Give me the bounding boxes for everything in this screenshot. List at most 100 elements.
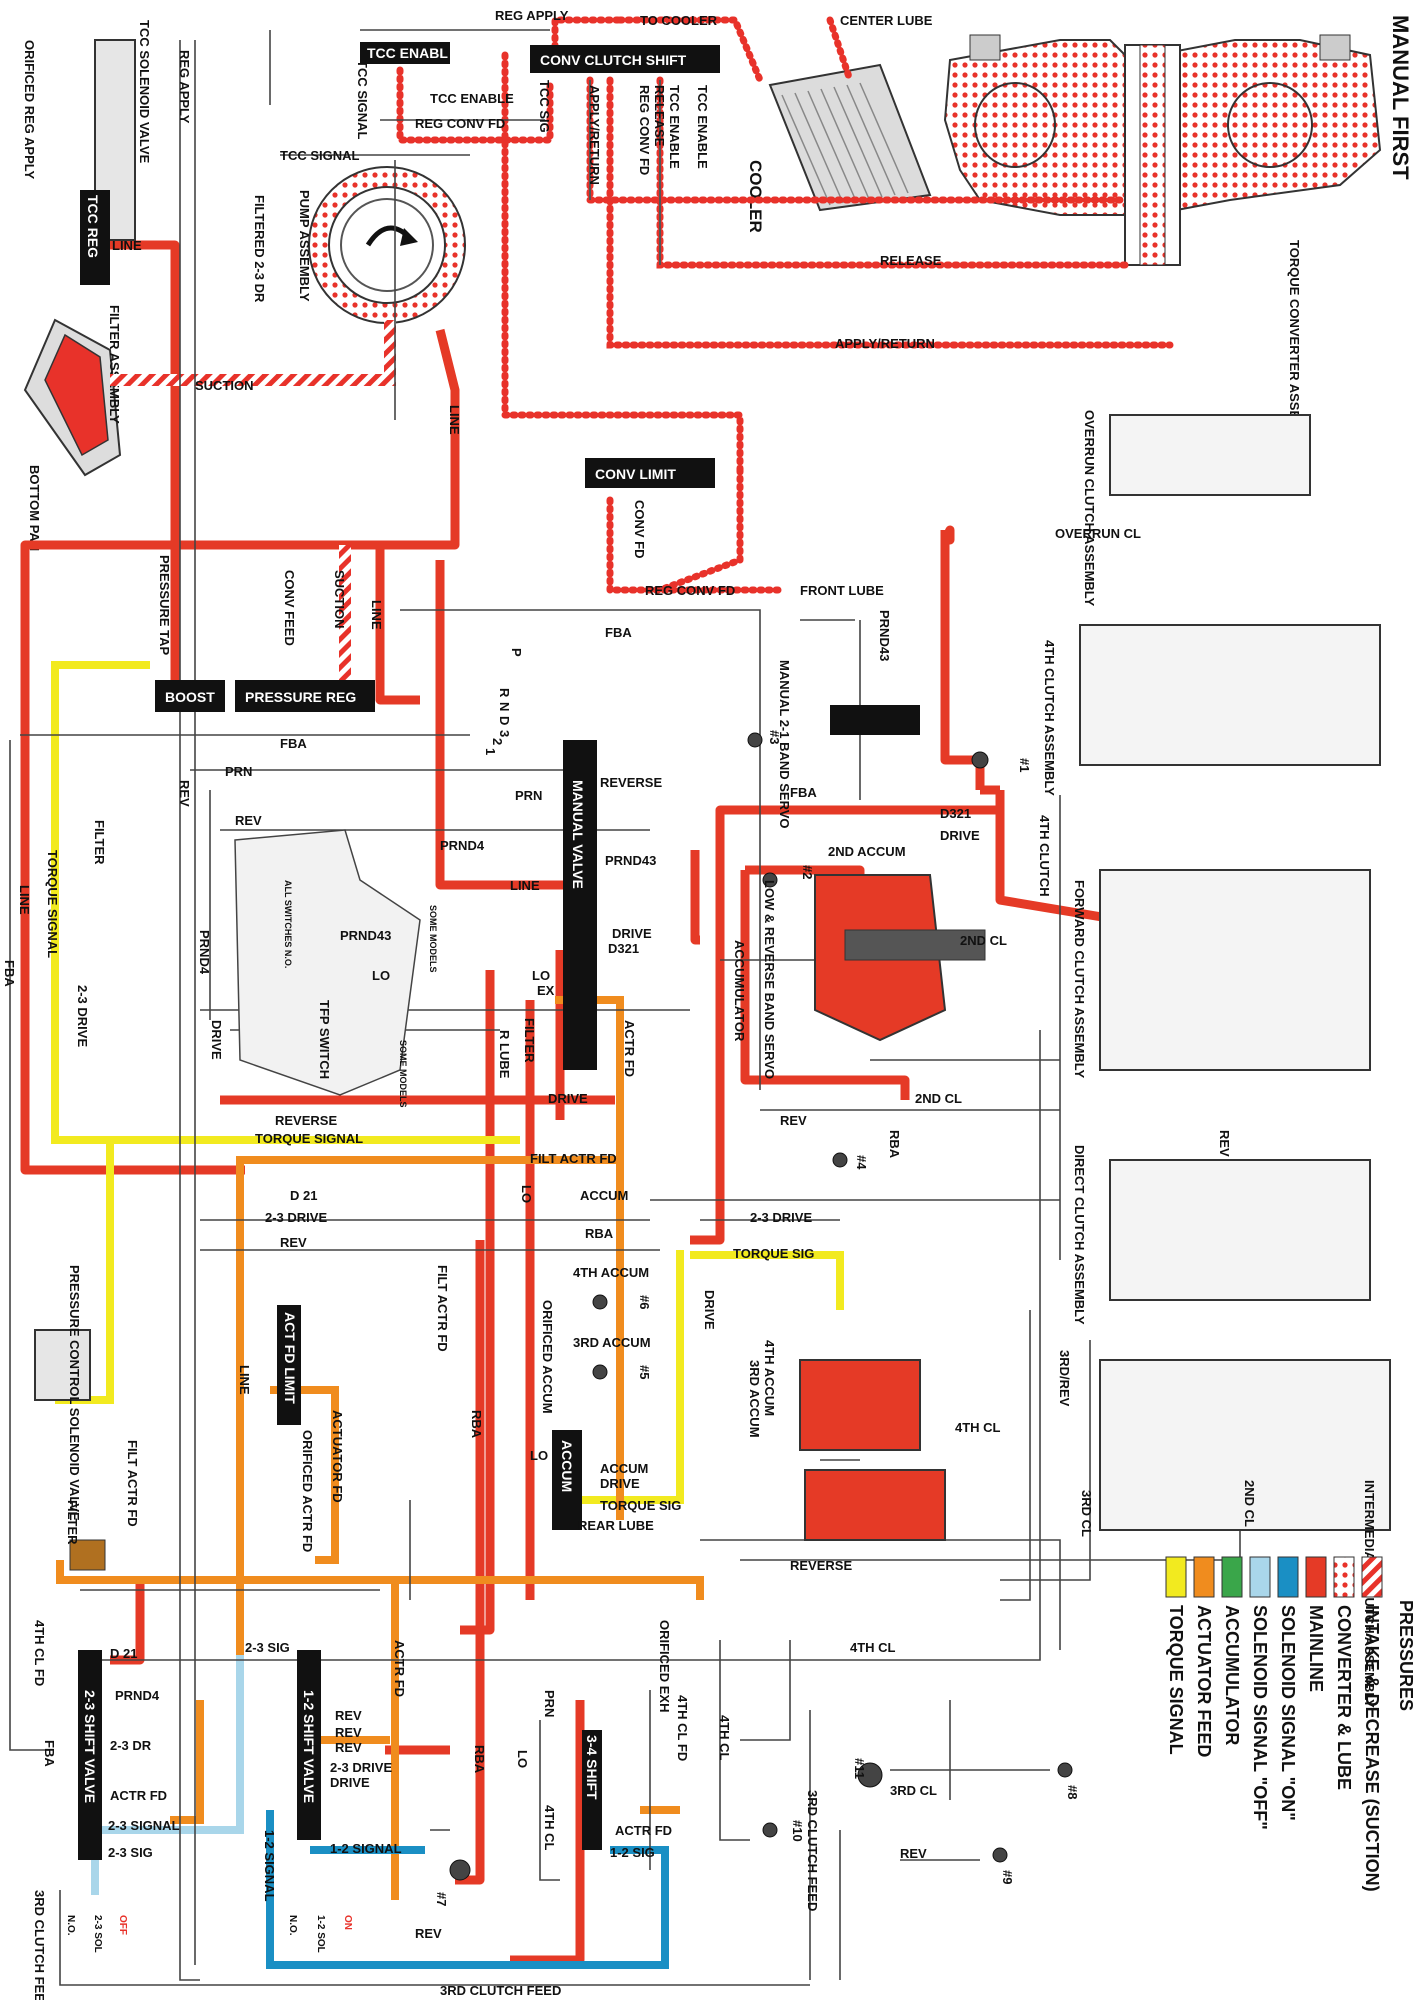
vlabel-orificed-exh: ORIFICED EXH — [657, 1620, 672, 1712]
vlabel-orificed-accum: ORIFICED ACCUM — [540, 1300, 555, 1414]
servo-assemblies — [799, 705, 986, 1541]
vlabel-fba-2: FBA — [42, 1740, 57, 1767]
sol-23-type: N.O. — [65, 1915, 76, 1936]
vlabel-prnd43: PRND43 — [877, 610, 892, 661]
vlabel-23-drive: 2-3 DRIVE — [75, 985, 90, 1047]
label-drive-5: DRIVE — [330, 1775, 370, 1790]
ball-4-label: #4 — [854, 1155, 869, 1170]
vlabel-line: LINE — [447, 405, 462, 435]
manual-valve-label: MANUAL VALVE — [570, 780, 586, 889]
legend-label-solenoid_off: SOLENOID SIGNAL "OFF" — [1250, 1605, 1270, 1830]
vlabel-lo-2: LO — [515, 1750, 530, 1768]
vlabel-third-rev: 3RD/REV — [1057, 1350, 1072, 1407]
gear-p: P — [509, 648, 524, 657]
vlabel-actr-fd-2: ACTR FD — [392, 1640, 407, 1697]
passage-labels-vertical: REG APPLY ORIFICED REG APPLY FILTERED 2-… — [2, 40, 1257, 2005]
ball-2-label: #2 — [800, 865, 815, 879]
gear-1: 1 — [483, 748, 498, 755]
label-fba-3: FBA — [790, 785, 817, 800]
vlabel-second-cl: 2ND CL — [1242, 1480, 1257, 1527]
label-lo-1: LO — [372, 968, 390, 983]
pcs-filter — [69, 1539, 106, 1571]
vlabel-line-2: LINE — [369, 600, 384, 630]
bottom-pan-label: BOTTOM PAN — [27, 465, 42, 551]
vlabel-accumulator: ACCUMULATOR — [732, 940, 747, 1042]
label-suction: SUCTION — [195, 378, 254, 393]
vlabel-fourth-cl: 4TH CL — [717, 1715, 732, 1761]
label-front-lube: FRONT LUBE — [800, 583, 884, 598]
label-drive-4: DRIVE — [600, 1476, 640, 1491]
label-prnd4: PRND4 — [440, 838, 485, 853]
label-reg-apply: REG APPLY — [495, 8, 569, 23]
vlabel-rba-3: RBA — [472, 1745, 487, 1774]
vlabel-r-lube: R LUBE — [497, 1030, 512, 1079]
label-torque-signal: TORQUE SIGNAL — [255, 1131, 363, 1146]
label-second-cl-1: 2ND CL — [960, 933, 1007, 948]
label-fourth-accum: 4TH ACCUM — [573, 1265, 649, 1280]
tcc-reg-label: TCC REG — [85, 195, 101, 258]
label-overrun-cl: OVERRUN CL — [1055, 526, 1141, 541]
label-d321: D321 — [940, 806, 971, 821]
filter-assembly-label: FILTER ASSEMBLY — [107, 305, 122, 424]
cooler — [768, 63, 932, 212]
manual-21-servo-label: MANUAL 2-1 BAND SERVO — [777, 660, 792, 829]
tcc-enable-valve-label: TCC ENABL — [367, 45, 448, 61]
vlabel-suction: SUCTION — [332, 570, 347, 629]
vlabel-orificed-actr-fd: ORIFICED ACTR FD — [300, 1430, 315, 1552]
vlabel-rev: REV — [177, 780, 192, 807]
label-drive-2: DRIVE — [612, 926, 652, 941]
label-rev-8: REV — [415, 1926, 442, 1941]
label-12-signal: 1-2 SIGNAL — [330, 1841, 402, 1856]
label-rev-6: REV — [335, 1740, 362, 1755]
legend-label-torque_signal: TORQUE SIGNAL — [1166, 1605, 1186, 1755]
pressure-reg-label: PRESSURE REG — [245, 689, 356, 705]
label-second-cl-2: 2ND CL — [915, 1091, 962, 1106]
label-actr-fd-3: ACTR FD — [615, 1823, 672, 1838]
vlabel-fourth-cl-2: 4TH CL — [542, 1805, 557, 1851]
passage-labels-horizontal: REG APPLY TO COOLER CENTER LUBE TCC ENAB… — [108, 8, 1141, 1998]
label-rev-3: REV — [280, 1235, 307, 1250]
valve-bodies — [78, 39, 720, 1860]
label-second-accum: 2ND ACCUM — [828, 844, 906, 859]
vlabel-line-3: LINE — [237, 1365, 252, 1395]
ball-1-label: #1 — [1017, 758, 1032, 772]
vlabel-tcc-signal: TCC SIGNAL — [355, 60, 370, 140]
gear-r: R — [497, 688, 512, 698]
label-fba-1: FBA — [605, 625, 632, 640]
label-rev-1: REV — [235, 813, 262, 828]
label-drive-3: DRIVE — [548, 1091, 588, 1106]
converter-outline — [589, 80, 661, 265]
legend-label-actuator_feed: ACTUATOR FEED — [1194, 1605, 1214, 1757]
tfp-switch-label: TFP SWITCH — [317, 1000, 332, 1079]
accum-valve-label: ACCUM — [559, 1440, 575, 1492]
all-switches-label: ALL SWITCHES N.O. — [283, 880, 293, 968]
label-fourth-cl-1: 4TH CL — [955, 1420, 1001, 1435]
fourth-clutch-label: 4TH CLUTCH ASSEMBLY — [1042, 640, 1057, 796]
label-prn-2: PRN — [515, 788, 542, 803]
direct-clutch-label: DIRECT CLUTCH ASSEMBLY — [1072, 1145, 1087, 1325]
label-fba-2: FBA — [280, 736, 307, 751]
sol-12-type: N.O. — [287, 1915, 298, 1936]
ball-7-label: #7 — [434, 1892, 449, 1906]
label-reverse-1: REVERSE — [600, 775, 662, 790]
low-reverse-servo-label: LOW & REVERSE BAND SERVO — [762, 880, 777, 1079]
legend-swatch-intake — [1361, 1556, 1383, 1598]
vlabel-filtered-23-dr: FILTERED 2-3 DR — [252, 195, 267, 303]
label-drive-1: DRIVE — [940, 828, 980, 843]
label-reverse-2: REVERSE — [275, 1113, 337, 1128]
legend-heading: PRESSURES — [1396, 1600, 1416, 1711]
label-prnd4-2: PRND4 — [115, 1688, 160, 1703]
vlabel-fourth-cl-fd-2: 4TH CL FD — [675, 1695, 690, 1761]
vlabel-apply-return: APPLY/RETURN — [587, 85, 602, 185]
legend-label-solenoid_on: SOLENOID SIGNAL "ON" — [1278, 1605, 1298, 1821]
label-23-dr: 2-3 DR — [110, 1738, 152, 1753]
ball-6-label: #6 — [637, 1295, 652, 1309]
vlabel-filt-actr-fd: FILT ACTR FD — [435, 1265, 450, 1352]
legend: PRESSURES INTAKE & DECREASE (SUCTION)CON… — [1165, 1556, 1416, 1892]
vlabel-orificed-reg-apply: ORIFICED REG APPLY — [22, 40, 37, 180]
vlabel-tcc-sig: TCC SIG — [537, 80, 552, 133]
legend-swatch-torque_signal — [1165, 1556, 1187, 1598]
legend-label-accumulator: ACCUMULATOR — [1222, 1605, 1242, 1745]
vlabel-lo: LO — [519, 1185, 534, 1203]
